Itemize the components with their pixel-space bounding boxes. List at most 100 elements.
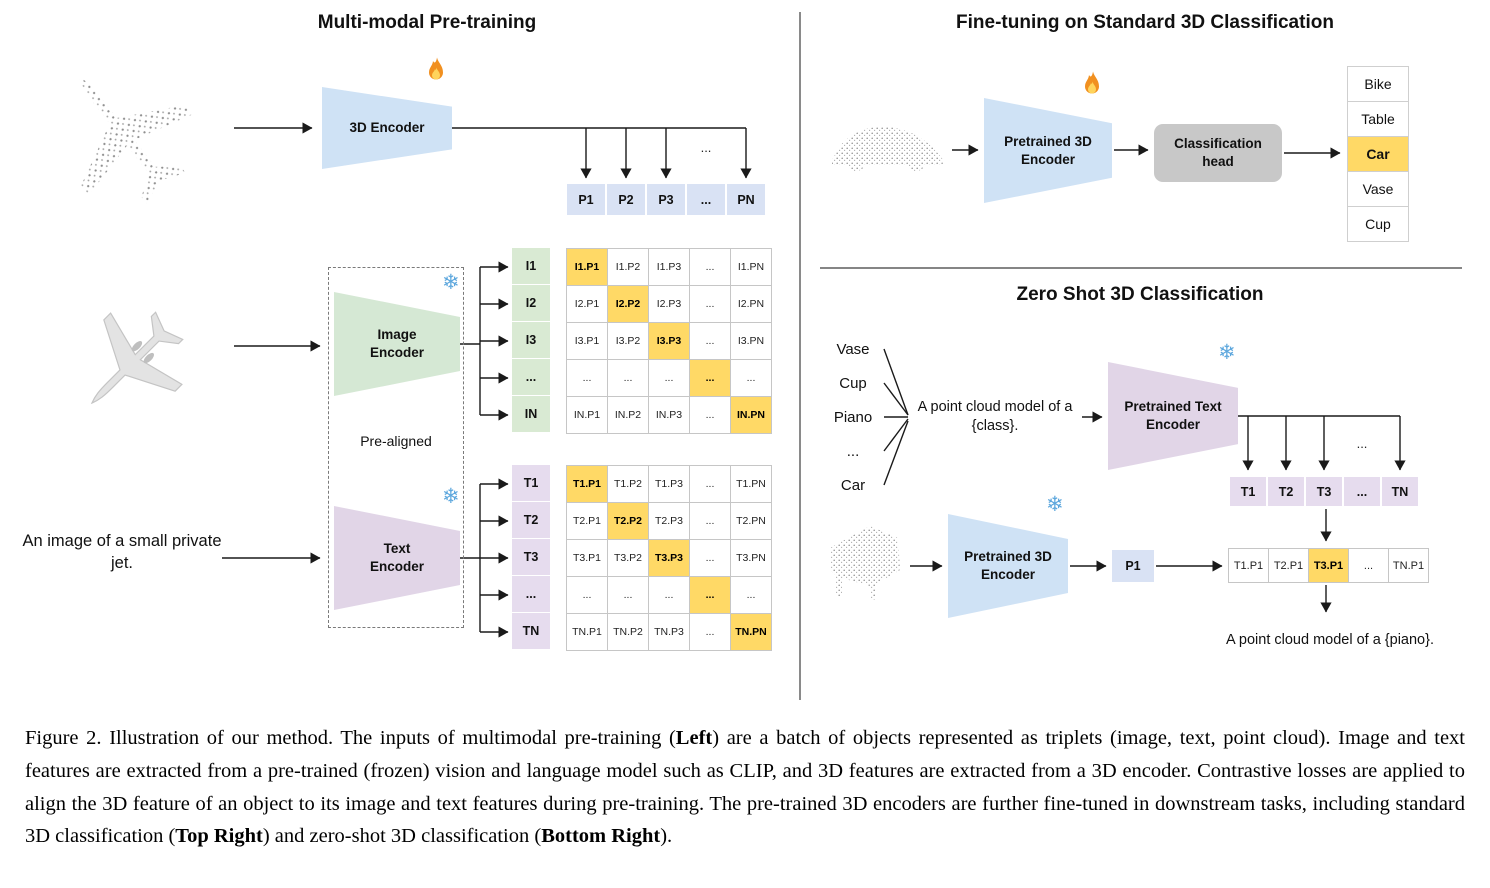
matrix-cell: ... bbox=[690, 286, 730, 322]
p1-feature-cell: P1 bbox=[1112, 550, 1154, 582]
matrix-cell: I2.P2 bbox=[608, 286, 648, 322]
figure-caption: Figure 2. Illustration of our method. Th… bbox=[25, 727, 1465, 848]
matrix-cell: I3.P3 bbox=[649, 323, 689, 359]
figure-canvas: ... ... Multi-modal Pre-training Fine-tu… bbox=[22, 12, 1462, 700]
i-cell: I1 bbox=[512, 248, 550, 284]
prealigned-box bbox=[328, 267, 464, 628]
matrix-cell: ... bbox=[608, 360, 648, 396]
matrix-cell: ... bbox=[608, 577, 648, 613]
pretrained-3d-encoder-label: Pretrained 3D Encoder bbox=[964, 549, 1052, 582]
matrix-cell: T3.P2 bbox=[608, 540, 648, 576]
zeroshot-title: Zero Shot 3D Classification bbox=[1016, 284, 1264, 305]
class-item: Bike bbox=[1347, 66, 1409, 102]
zeroshot-prompt-text: A point cloud model of a {class}. bbox=[917, 399, 1073, 434]
class-word: ... bbox=[846, 442, 860, 460]
prealigned-label: Pre-aligned bbox=[360, 433, 432, 449]
result-cell: T2.P1 bbox=[1269, 549, 1308, 582]
t-cell: ... bbox=[512, 576, 550, 612]
matrix-cell: ... bbox=[567, 577, 607, 613]
result-cell: T3.P1 bbox=[1309, 549, 1348, 582]
t-cell: T3 bbox=[1305, 476, 1343, 507]
wire-ellipsis: ... bbox=[701, 140, 712, 155]
result-cell: T1.P1 bbox=[1229, 549, 1268, 582]
matrix-cell: T1.P3 bbox=[649, 466, 689, 502]
class-item: Vase bbox=[1347, 171, 1409, 207]
piano-pointcloud bbox=[830, 526, 900, 600]
class-word: Vase bbox=[836, 340, 870, 358]
matrix-cell: T3.P1 bbox=[567, 540, 607, 576]
t-cell: T1 bbox=[512, 465, 550, 501]
matrix-cell: ... bbox=[690, 540, 730, 576]
matrix-cell: I3.P2 bbox=[608, 323, 648, 359]
class-word: Cup bbox=[839, 374, 867, 392]
jet-image bbox=[90, 311, 184, 405]
matrix-cell: IN.P3 bbox=[649, 397, 689, 433]
matrix-cell: T3.P3 bbox=[649, 540, 689, 576]
matrix-cell: ... bbox=[690, 577, 730, 613]
matrix-cell: T1.P1 bbox=[567, 466, 607, 502]
airplane-pointcloud bbox=[79, 76, 192, 204]
t-cell: TN bbox=[1381, 476, 1419, 507]
matrix-cell: ... bbox=[690, 397, 730, 433]
t-cell: TN bbox=[512, 613, 550, 649]
matrix-cell: T3.PN bbox=[731, 540, 771, 576]
p-cell: PN bbox=[726, 183, 766, 216]
result-cell: ... bbox=[1349, 549, 1388, 582]
input-caption-text: An image of a small private jet. bbox=[22, 532, 222, 573]
p-cell: P3 bbox=[646, 183, 686, 216]
classification-head: Classification head bbox=[1154, 124, 1282, 182]
matrix-cell: TN.P1 bbox=[567, 614, 607, 650]
p-cell: P1 bbox=[566, 183, 606, 216]
matrix-cell: IN.P1 bbox=[567, 397, 607, 433]
matrix-cell: I1.P1 bbox=[567, 249, 607, 285]
matrix-cell: T1.PN bbox=[731, 466, 771, 502]
matrix-cell: I3.P1 bbox=[567, 323, 607, 359]
matrix-cell: TN.P3 bbox=[649, 614, 689, 650]
class-word: Piano bbox=[833, 408, 873, 426]
t-cell: T3 bbox=[512, 539, 550, 575]
matrix-cell: I2.P3 bbox=[649, 286, 689, 322]
snowflake-icon: ❄ bbox=[442, 270, 460, 294]
matrix-cell: I2.P1 bbox=[567, 286, 607, 322]
matrix-cell: ... bbox=[690, 360, 730, 396]
class-item: Table bbox=[1347, 101, 1409, 137]
snowflake-icon: ❄ bbox=[1218, 340, 1236, 364]
i-cell: IN bbox=[512, 396, 550, 432]
connector-wires: ... ... bbox=[222, 12, 1462, 700]
wire-ellipsis: ... bbox=[1357, 436, 1368, 451]
p-cell: ... bbox=[686, 183, 726, 216]
snowflake-icon: ❄ bbox=[442, 484, 460, 508]
matrix-cell: I1.P3 bbox=[649, 249, 689, 285]
matrix-cell: T2.PN bbox=[731, 503, 771, 539]
i-cell: ... bbox=[512, 359, 550, 395]
matrix-cell: ... bbox=[731, 577, 771, 613]
snowflake-icon: ❄ bbox=[1046, 492, 1064, 516]
matrix-cell: ... bbox=[690, 323, 730, 359]
matrix-cell: T1.P2 bbox=[608, 466, 648, 502]
matrix-cell: I1.P2 bbox=[608, 249, 648, 285]
pretrained-text-encoder-label: Pretrained Text Encoder bbox=[1124, 399, 1222, 432]
matrix-cell: I3.PN bbox=[731, 323, 771, 359]
t-cell: T2 bbox=[512, 502, 550, 538]
result-cell: TN.P1 bbox=[1389, 549, 1428, 582]
class-word: Car bbox=[840, 476, 866, 494]
matrix-cell: IN.PN bbox=[731, 397, 771, 433]
matrix-cell: ... bbox=[690, 466, 730, 502]
text-encoder-label: Text Encoder bbox=[369, 541, 424, 574]
i-cell: I3 bbox=[512, 322, 550, 358]
encoder-3d-label: 3D Encoder bbox=[349, 120, 425, 136]
image-encoder-label: Image Encoder bbox=[369, 327, 424, 360]
car-pointcloud bbox=[832, 126, 943, 171]
fire-icon bbox=[1085, 71, 1099, 94]
class-item: Cup bbox=[1347, 206, 1409, 242]
matrix-cell: ... bbox=[649, 360, 689, 396]
